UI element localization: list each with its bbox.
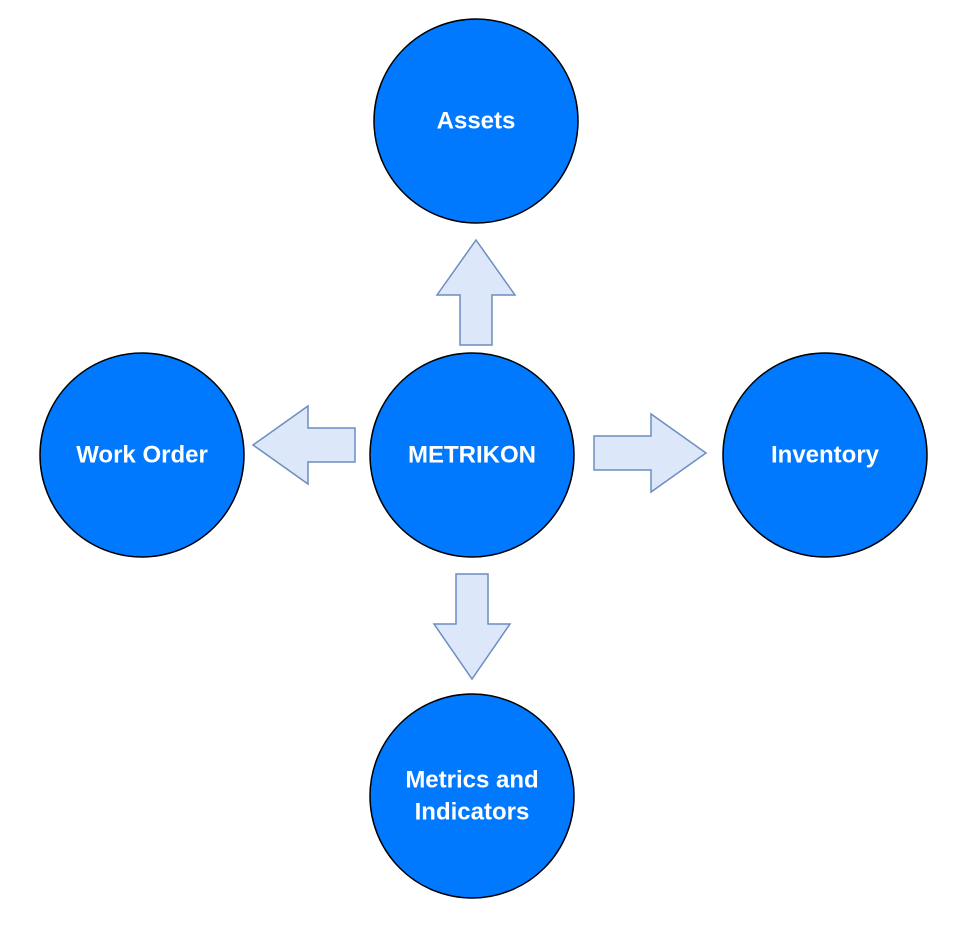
node-assets[interactable]: Assets: [373, 18, 579, 224]
node-work-order[interactable]: Work Order: [39, 352, 245, 558]
arrow-right-to-inventory: [593, 412, 708, 494]
node-metrics-and-indicators[interactable]: Metrics and Indicators: [369, 693, 575, 899]
node-metrics-label-line2: Indicators: [415, 798, 530, 825]
node-assets-label: Assets: [437, 107, 516, 134]
arrow-down-to-metrics: [432, 573, 512, 681]
node-metrics-label-line1: Metrics and: [405, 766, 538, 793]
node-metrikon-center[interactable]: METRIKON: [369, 352, 575, 558]
node-work-order-label: Work Order: [76, 441, 208, 468]
node-inventory-label: Inventory: [771, 441, 880, 468]
node-inventory[interactable]: Inventory: [722, 352, 928, 558]
arrow-left-to-work-order: [251, 404, 356, 486]
arrow-up-to-assets: [435, 238, 517, 346]
node-metrikon-label: METRIKON: [408, 441, 536, 468]
